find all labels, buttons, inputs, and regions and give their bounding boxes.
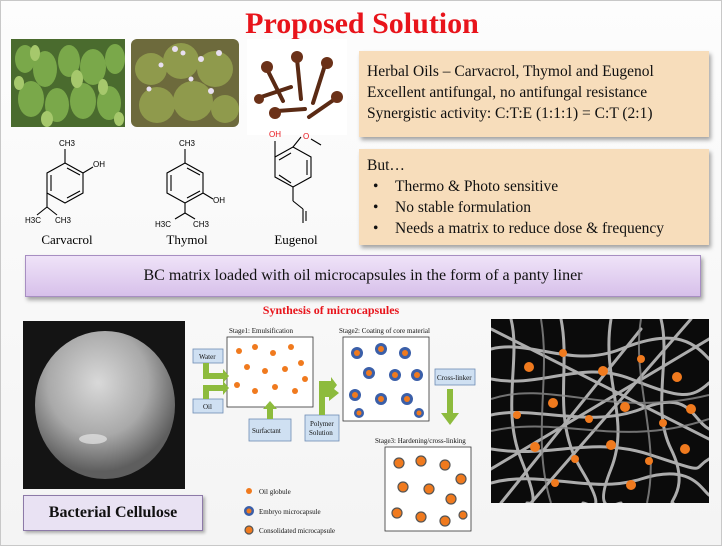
herbal-oils-line: Herbal Oils – Carvacrol, Thymol and Euge… — [367, 63, 654, 80]
water-label: Water — [199, 353, 216, 361]
stage3-label: Stage3: Hardening/cross-linking — [375, 437, 466, 445]
but-heading: But… — [367, 157, 405, 174]
surfactant-label: Surfactant — [252, 427, 281, 435]
svg-text:H3C: H3C — [155, 220, 171, 229]
synergy-line: Synergistic activity: C:T:E (1:1:1) = C:… — [367, 105, 653, 122]
legend-oil-globule: Oil globule — [259, 488, 291, 496]
oil-label: Oil — [203, 403, 212, 411]
bacterial-cellulose-label: Bacterial Cellulose — [23, 495, 203, 531]
svg-text:CH3: CH3 — [55, 216, 72, 225]
eugenol-clove-photo — [247, 39, 347, 135]
bacterial-cellulose-photo — [23, 321, 185, 489]
limitations-panel: But… Thermo & Photo sensitive No stable … — [359, 149, 709, 245]
svg-text:OH: OH — [269, 130, 281, 139]
legend-consolidated: Consolidated microcapsule — [259, 527, 335, 535]
eugenol-structure: OH O — [269, 130, 322, 223]
herbal-oils-panel: Herbal Oils – Carvacrol, Thymol and Euge… — [359, 51, 709, 137]
svg-text:O: O — [303, 132, 309, 141]
carvacrol-label: Carvacrol — [41, 232, 93, 247]
eugenol-label: Eugenol — [274, 232, 318, 247]
crosslinker-label: Cross-linker — [437, 374, 472, 382]
limitation-bullet: No stable formulation — [367, 197, 709, 218]
synthesis-title: Synthesis of microcapsules — [262, 303, 400, 317]
legend-embryo: Embryo microcapsule — [259, 508, 321, 516]
carvacrol-plant-photo — [11, 39, 125, 127]
svg-text:CH3: CH3 — [193, 220, 210, 229]
thymol-label: Thymol — [166, 232, 208, 247]
slide-title: Proposed Solution — [245, 7, 479, 40]
polymer-label: Polymer — [310, 420, 334, 428]
svg-text:CH3: CH3 — [59, 139, 76, 148]
svg-text:CH3: CH3 — [179, 139, 196, 148]
svg-text:H3C: H3C — [25, 216, 41, 225]
thymol-plant-photo — [131, 39, 239, 127]
solution-label: Solution — [309, 429, 333, 437]
stage1-label: Stage1: Emulsification — [229, 327, 293, 335]
bc-matrix-banner: BC matrix loaded with oil microcapsules … — [25, 255, 701, 297]
bc-matrix-microcapsule-image — [491, 319, 709, 503]
limitation-bullet: Thermo & Photo sensitive — [367, 176, 709, 197]
antifungal-line: Excellent antifungal, no antifungal resi… — [367, 84, 648, 101]
svg-text:OH: OH — [213, 196, 225, 205]
svg-text:OH: OH — [93, 160, 105, 169]
synthesis-diagram: Stage1: Emulsification Stage2: Coating o… — [192, 327, 476, 535]
stage2-label: Stage2: Coating of core material — [339, 327, 430, 335]
limitation-bullet: Needs a matrix to reduce dose & frequenc… — [367, 218, 709, 239]
